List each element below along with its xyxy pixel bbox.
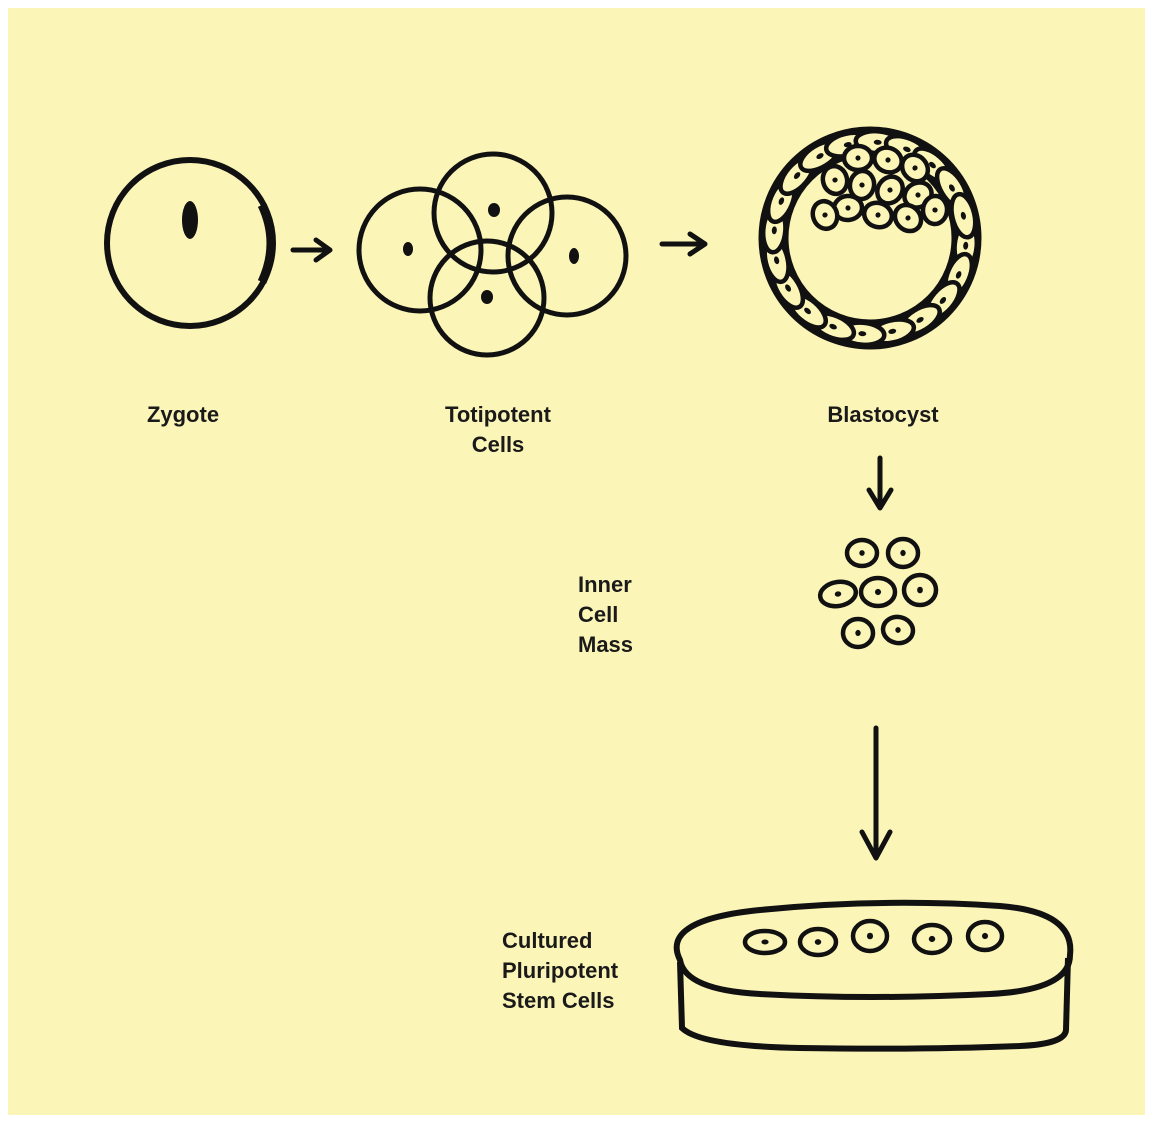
blastocyst [761,129,979,347]
cultured-stem-cell [800,929,836,955]
cultured-stem-cell [968,922,1002,950]
cultured-stem-cells [745,921,1002,955]
inner-cell [844,146,872,170]
inner-cell-mass-cell [843,619,873,647]
inner-cell-mass-cell [847,540,877,566]
inner-cell-mass-cell [818,579,858,609]
cultured-label-line3: Stem Cells [502,986,672,1016]
blastocyst-label: Blastocyst [798,400,968,430]
inner-cell-mass-cells [818,539,936,647]
diagram-background: Zygote Totipotent Cells Blastocyst Inner… [8,8,1145,1115]
cultured-label-line1: Cultured [502,926,672,956]
cultured-stem-cell [745,931,785,953]
arrow-inner-cell-mass-to-culture [862,728,890,858]
totipotent-label: Totipotent Cells [413,400,583,460]
cultured-stem-cell [914,925,950,953]
inner-cell-mass-label-line1: Inner [578,570,698,600]
totipotent-cells [359,154,626,355]
culture-dish [677,903,1071,1049]
inner-cell-mass-label: Inner Cell Mass [578,570,698,660]
totipotent-label-line2: Cells [413,430,583,460]
inner-cell-mass-cell [861,578,895,606]
inner-cell-mass-cell [881,615,915,646]
totipotent-label-line1: Totipotent [413,400,583,430]
totipotent-cell [359,189,481,311]
cultured-label-line2: Pluripotent [502,956,672,986]
arrow-blastocyst-to-inner-cell-mass [869,458,891,508]
zygote-cell [107,160,273,326]
cultured-stem-cell [853,921,887,951]
arrow-zygote-to-totipotent [293,240,330,260]
inner-cell [820,163,850,196]
inner-cell [922,195,948,225]
arrow-totipotent-to-blastocyst [662,234,705,254]
zygote-label: Zygote [103,400,263,430]
inner-cell-mass-label-line2: Cell [578,600,698,630]
inner-cell-mass-label-line3: Mass [578,630,698,660]
cultured-label: Cultured Pluripotent Stem Cells [502,926,672,1016]
inner-cell-mass-cell [888,539,918,567]
inner-cell-mass-cell [904,575,936,605]
